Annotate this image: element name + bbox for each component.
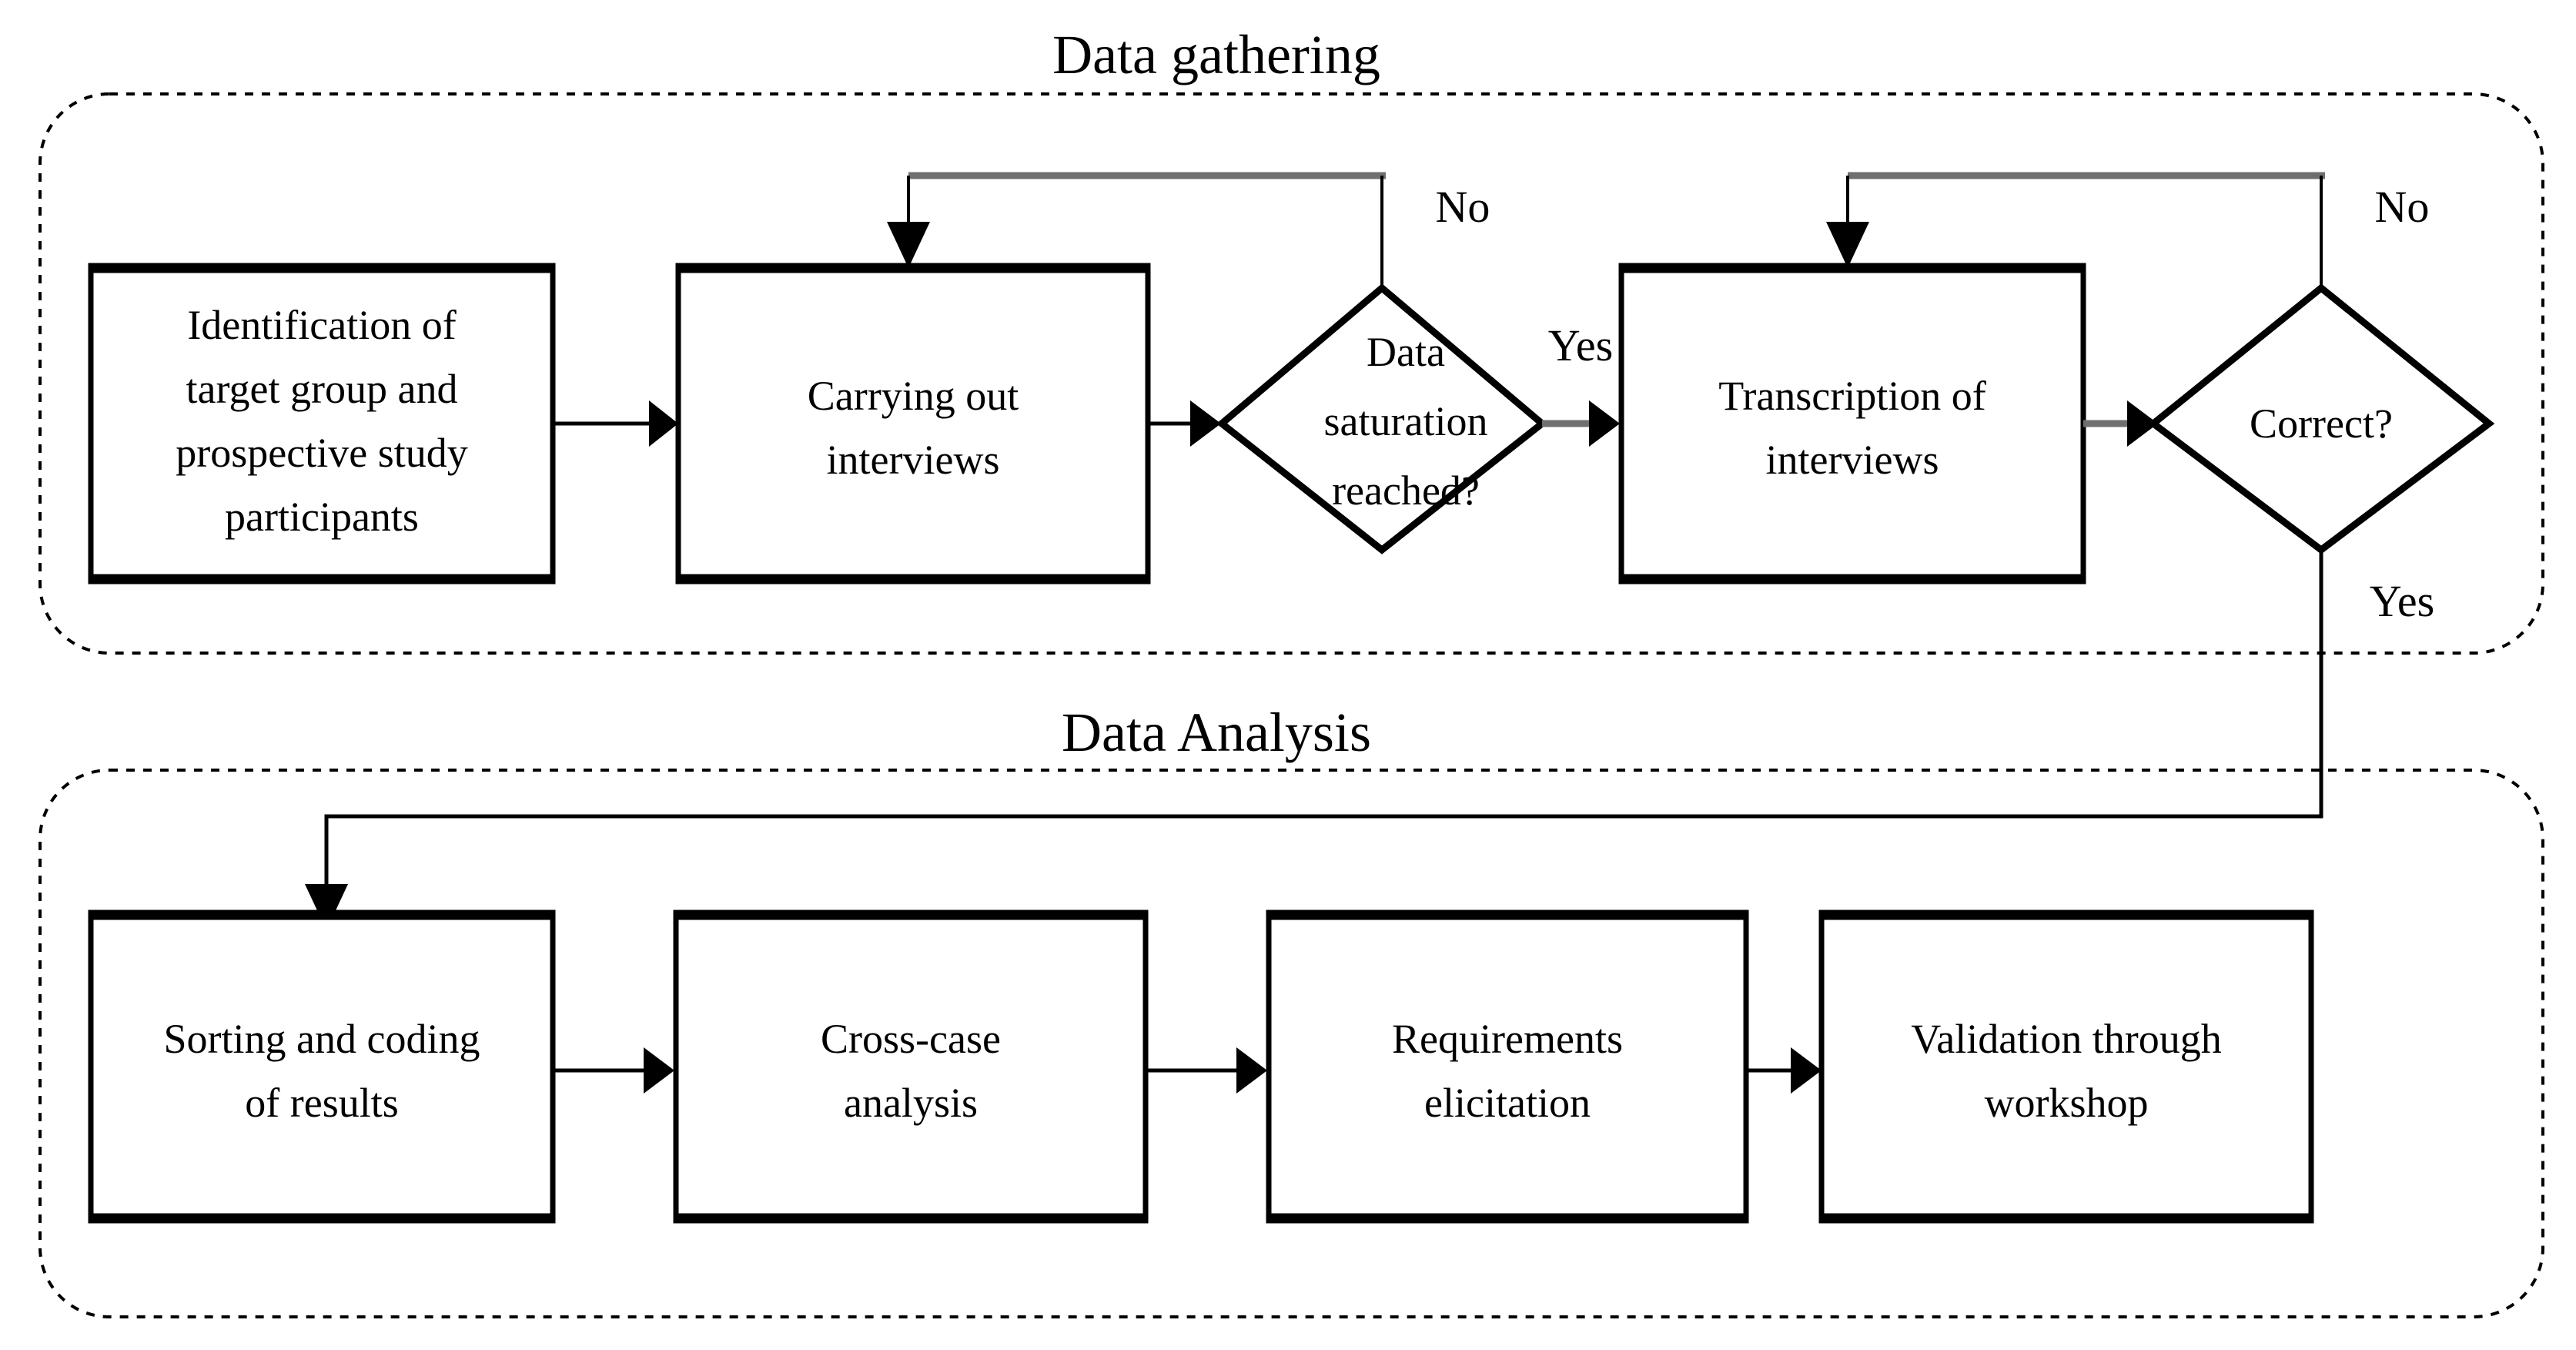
section-title-data-analysis: Data Analysis	[1062, 702, 1371, 763]
edge-label-correct-no: No	[2375, 182, 2430, 232]
node-identification-line-2: target group and	[186, 366, 458, 412]
edge-label-correct-yes: Yes	[2370, 576, 2434, 626]
section-title-data-gathering: Data gathering	[1052, 24, 1380, 85]
node-correct-line-1: Correct?	[2250, 400, 2393, 447]
node-cross-case-line-2: analysis	[844, 1080, 978, 1126]
node-identification-line-1: Identification of	[187, 302, 456, 348]
node-transcription-of-interviews[interactable]: Transcription of interviews	[1618, 263, 2086, 585]
node-saturation-line-2: saturation	[1324, 398, 1488, 444]
edge-carrying-out-to-saturation	[1148, 400, 1221, 447]
edge-identification-to-carrying-out	[553, 400, 678, 447]
edge-transcription-to-correct	[2083, 400, 2158, 447]
node-transcription-line-2: interviews	[1766, 437, 1939, 483]
edge-requirements-to-validation	[1746, 1047, 1822, 1094]
node-carrying-out-line-2: interviews	[827, 437, 1000, 483]
edge-correct-yes-to-sorting: Yes	[305, 550, 2434, 930]
node-sorting-and-coding[interactable]: Sorting and coding of results	[88, 909, 556, 1224]
node-validation-line-1: Validation through	[1911, 1016, 2221, 1062]
node-validation-through-workshop[interactable]: Validation through workshop	[1818, 909, 2314, 1224]
node-data-saturation-decision[interactable]: Data saturation reached?	[1216, 283, 1548, 554]
edge-label-saturation-yes: Yes	[1548, 320, 1613, 370]
node-identification-line-3: prospective study	[176, 430, 467, 476]
node-saturation-line-3: reached?	[1332, 467, 1480, 514]
node-saturation-line-1: Data	[1367, 329, 1445, 375]
node-transcription-line-1: Transcription of	[1718, 373, 1986, 419]
node-cross-case-analysis[interactable]: Cross-case analysis	[673, 909, 1149, 1224]
group-container-data-gathering	[38, 92, 2544, 655]
group-container-data-analysis	[38, 769, 2544, 1318]
edge-cross-case-to-requirements	[1146, 1047, 1267, 1094]
edge-saturation-no-loop: No	[887, 172, 1490, 288]
edge-sorting-to-cross-case	[553, 1047, 674, 1094]
edge-label-saturation-no: No	[1436, 182, 1490, 232]
node-identification-line-4: participants	[225, 494, 419, 540]
node-correct-decision[interactable]: Correct?	[2147, 283, 2495, 554]
node-sorting-line-2: of results	[245, 1080, 398, 1126]
node-validation-line-2: workshop	[1985, 1080, 2149, 1126]
node-cross-case-line-1: Cross-case	[821, 1016, 1001, 1062]
node-identification[interactable]: Identification of target group and prosp…	[88, 263, 556, 585]
node-sorting-line-1: Sorting and coding	[164, 1016, 480, 1062]
node-requirements-line-1: Requirements	[1392, 1016, 1623, 1062]
edge-correct-no-loop: No	[1826, 172, 2430, 288]
node-carrying-out-line-1: Carrying out	[808, 373, 1019, 419]
node-requirements-line-2: elicitation	[1424, 1080, 1591, 1126]
node-requirements-elicitation[interactable]: Requirements elicitation	[1266, 909, 1749, 1224]
node-carrying-out-interviews[interactable]: Carrying out interviews	[675, 263, 1151, 585]
edge-saturation-yes-to-transcription: Yes	[1542, 320, 1620, 447]
